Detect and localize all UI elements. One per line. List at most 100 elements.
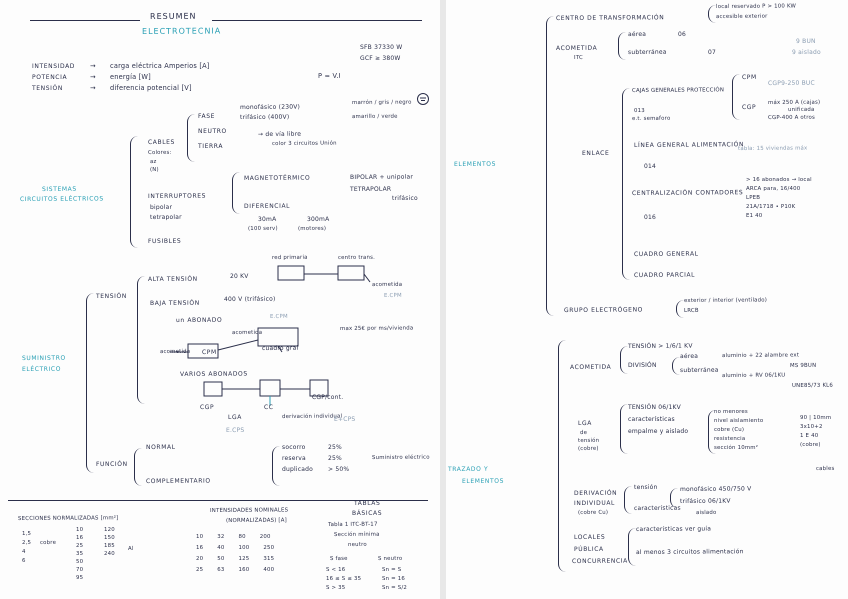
cpm-sub: 013 — [634, 108, 645, 114]
bt-note: acometida — [372, 282, 402, 288]
trazado-label-2: ELEMENTOS — [462, 478, 504, 485]
lga-detail: sección 10mm² — [714, 444, 763, 453]
lga-details: no menores nivel aislamiento cobre (Cu) … — [714, 408, 763, 453]
tabla-note-3: neutro — [348, 542, 367, 548]
cable-item: NEUTRO — [198, 126, 227, 137]
section-value: 120 — [104, 526, 115, 534]
tables-title-2: BÁSICAS — [352, 510, 382, 517]
section-value: 2,5 — [22, 539, 31, 548]
acom2-note: aluminio + 22 alambre ext — [722, 352, 799, 359]
lga-block-sub: tensión — [578, 438, 599, 444]
locales-label-3: CONCURRENCIA — [572, 558, 628, 565]
cpm-sub: e.t. semaforo — [632, 116, 670, 122]
ref-label: E.CPS — [226, 427, 244, 434]
acometida-note: 9 BUN — [796, 38, 816, 45]
intensidades-sub: (NORMALIZADAS) [A] — [226, 518, 287, 524]
section-value: 150 — [104, 534, 115, 542]
sections-col-c: 120 150 185 240 — [104, 526, 115, 558]
page-subtitle: ELECTROTECNIA — [142, 26, 221, 36]
cables-brace — [187, 114, 196, 162]
diferencial-value-note: (100 serv) — [248, 226, 278, 232]
fusibles-label: FUSIBLES — [148, 238, 181, 245]
table-cell: Sn = S — [382, 566, 407, 575]
funcion-label: FUNCIÓN — [96, 461, 128, 468]
def-term: TENSIÓN — [32, 83, 75, 94]
complementario-item: reserva — [282, 453, 313, 464]
trazado-brace — [558, 340, 567, 572]
ground-symbol-icon — [416, 92, 430, 106]
cpm-note: máx 250 A (cajas) — [768, 100, 820, 106]
cpm-note: unificada — [788, 107, 815, 113]
deriv-val: monofásico 450/750 V — [680, 486, 751, 493]
funcion-note: Suministro eléctrico — [372, 455, 430, 461]
def-value: diferencia potencial [V] — [110, 83, 210, 94]
table-cell: Sn = 16 — [382, 575, 407, 584]
definitions-arrows: → → → — [90, 61, 96, 94]
acometida-code: 07 — [708, 49, 716, 56]
grupo-note: LRCB — [684, 308, 699, 314]
lga-right-note: (cobre) — [800, 441, 831, 450]
centro-note: accesible exterior — [716, 14, 768, 20]
formula-pvi: P = V.I — [318, 72, 341, 80]
interruptores-sub: tetrapolar — [150, 214, 182, 221]
enlace-brace — [622, 88, 631, 280]
contadores-label: CGP/cont. — [312, 394, 343, 401]
alta-note-2: centro trans. — [338, 255, 375, 261]
trazado-label: TRAZADO Y — [448, 466, 488, 473]
table-row: 25 63 160 400 — [196, 565, 274, 576]
deriv-right: cables — [816, 466, 835, 472]
deriv-brace — [624, 486, 633, 514]
acom2-brace — [620, 346, 629, 374]
contadores-notes: > 16 abonados → local ARCA para, 16/400 … — [746, 176, 812, 221]
abonado-diagram — [160, 322, 340, 366]
voltage-notes: SFB 37330 W GCF ≥ 380W — [360, 42, 402, 64]
elementos-label: ELEMENTOS — [454, 161, 496, 168]
complementario-item: socorro — [282, 442, 313, 453]
secciones-header: SECCIONES NORMALIZADAS [mm²] — [18, 515, 118, 522]
cobre-label: cobre — [40, 540, 56, 546]
cpm-item: CGP — [742, 104, 756, 111]
voltage-note: GCF ≥ 380W — [360, 53, 402, 64]
cables-items: FASE NEUTRO TIERRA — [198, 111, 227, 152]
alta-tension-diagram — [276, 262, 372, 286]
diferencial-label: DIFERENCIAL — [244, 203, 290, 210]
colors-note: marrón / gris / negro — [352, 100, 412, 106]
section-value: 1,5 — [22, 530, 31, 539]
lga-item: empalme y aislado — [628, 426, 688, 438]
sections-col-b: 10 16 25 35 50 70 95 — [76, 526, 83, 582]
fase-head: S fase — [330, 556, 348, 562]
diferencial-note: TETRAPOLAR — [350, 186, 391, 193]
locales-label-2: PÚBLICA — [574, 546, 604, 553]
elementos-brace — [546, 16, 555, 316]
lga-block-label: LGA — [578, 420, 592, 427]
intensidades-header: INTENSIDADES NOMINALES — [210, 507, 288, 514]
section-value: 16 — [76, 534, 83, 542]
lga-right-note: 3x10+2 — [800, 423, 831, 432]
centro-label: CENTRO DE TRANSFORMACIÓN — [556, 14, 664, 22]
lga-label: LÍNEA GENERAL ALIMENTACIÓN — [634, 141, 744, 149]
section-value: 35 — [76, 550, 83, 558]
magneto-note: BIPOLAR + unipolar — [350, 174, 413, 181]
cpm-block-label: CAJAS GENERALES PROTECCIÓN — [632, 87, 724, 94]
deriv-vals-brace — [670, 488, 679, 508]
acom2-item: DIVISIÓN — [628, 362, 657, 369]
acom2-label: ACOMETIDA — [570, 364, 611, 371]
lga-detail: cobre (Cu) — [714, 426, 763, 435]
section-value: 240 — [104, 550, 115, 558]
notes-page-right: ELEMENTOS CENTRO DE TRANSFORMACIÓN local… — [446, 0, 848, 599]
neutro-note: → de vía libre — [258, 131, 301, 138]
lga-item: características — [628, 414, 688, 426]
contadores-label: CENTRALIZACIÓN CONTADORES — [632, 189, 743, 197]
acometida-item: aérea — [628, 31, 646, 38]
baja-tension: BAJA TENSIÓN — [150, 300, 200, 307]
sistemas-brace — [130, 136, 139, 248]
colors-note-2: amarillo / verde — [352, 114, 398, 120]
cpm-note: CGP-400 A otros — [768, 115, 815, 121]
alta-note: red primaria — [272, 255, 308, 261]
aluminio-label: Al — [128, 546, 134, 552]
table-cell: S < 16 — [326, 566, 361, 575]
grupo-label: GRUPO ELECTRÓGENO — [564, 306, 643, 314]
currents-table: 10 32 80 200 16 40 100 250 20 50 125 315… — [196, 532, 274, 576]
lga-item: TENSIÓN 06/1KV — [628, 402, 688, 414]
acometida-note: 9 aislado — [792, 49, 821, 56]
